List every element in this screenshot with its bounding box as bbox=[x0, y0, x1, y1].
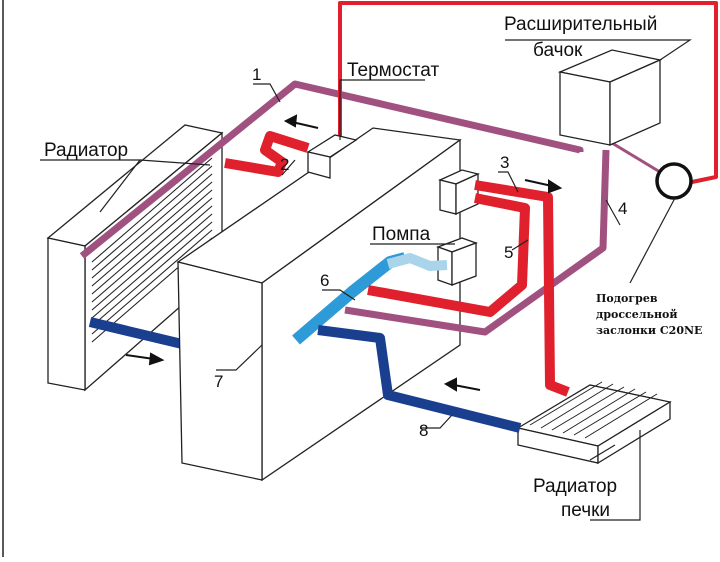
outlet-housing bbox=[438, 169, 480, 216]
pipe-label-2: 2 bbox=[280, 155, 289, 174]
flow-arrows bbox=[125, 114, 563, 392]
thermostat-label: Термостат bbox=[347, 60, 439, 81]
pipe-label-7: 7 bbox=[214, 372, 223, 391]
red-line-throttle bbox=[338, 1, 718, 184]
pipe-label-3: 3 bbox=[500, 153, 509, 172]
pump bbox=[436, 237, 478, 286]
throttle-heating-label-1: Подогрев bbox=[596, 292, 658, 305]
pipe-label-8: 8 bbox=[419, 421, 428, 440]
pipe-8 bbox=[317, 325, 522, 433]
thermostat bbox=[306, 134, 358, 179]
heater-radiator-label-1: Радиатор bbox=[533, 476, 617, 497]
pipe-3 bbox=[474, 180, 570, 397]
throttle-valve-heater bbox=[655, 162, 693, 200]
pump-label: Помпа bbox=[372, 224, 431, 245]
throttle-heating-label-3: заслонки C20NE bbox=[596, 324, 702, 337]
leader-lines bbox=[40, 39, 692, 521]
pipe-6-pale bbox=[386, 253, 448, 271]
heater-radiator bbox=[516, 381, 672, 465]
tank-line bbox=[611, 141, 661, 174]
pipe-5 bbox=[367, 193, 530, 317]
radiator-label: Радиатор bbox=[44, 140, 128, 161]
pipe-1 bbox=[79, 80, 584, 259]
pipe-2 bbox=[224, 131, 310, 177]
pipe-label-6: 6 bbox=[320, 271, 329, 290]
expansion-tank bbox=[557, 49, 663, 146]
throttle-heating-label-2: дроссельной bbox=[596, 308, 678, 321]
expansion-tank-label-1: Расширительный bbox=[504, 14, 657, 35]
expansion-tank-label-2: бачок bbox=[533, 40, 583, 61]
radiator-fins bbox=[91, 157, 213, 343]
pipe-label-5: 5 bbox=[504, 243, 513, 262]
pipe-label-4: 4 bbox=[618, 199, 627, 218]
heater-radiator-label-2: печки bbox=[561, 500, 610, 521]
pipe-label-1: 1 bbox=[252, 65, 261, 84]
